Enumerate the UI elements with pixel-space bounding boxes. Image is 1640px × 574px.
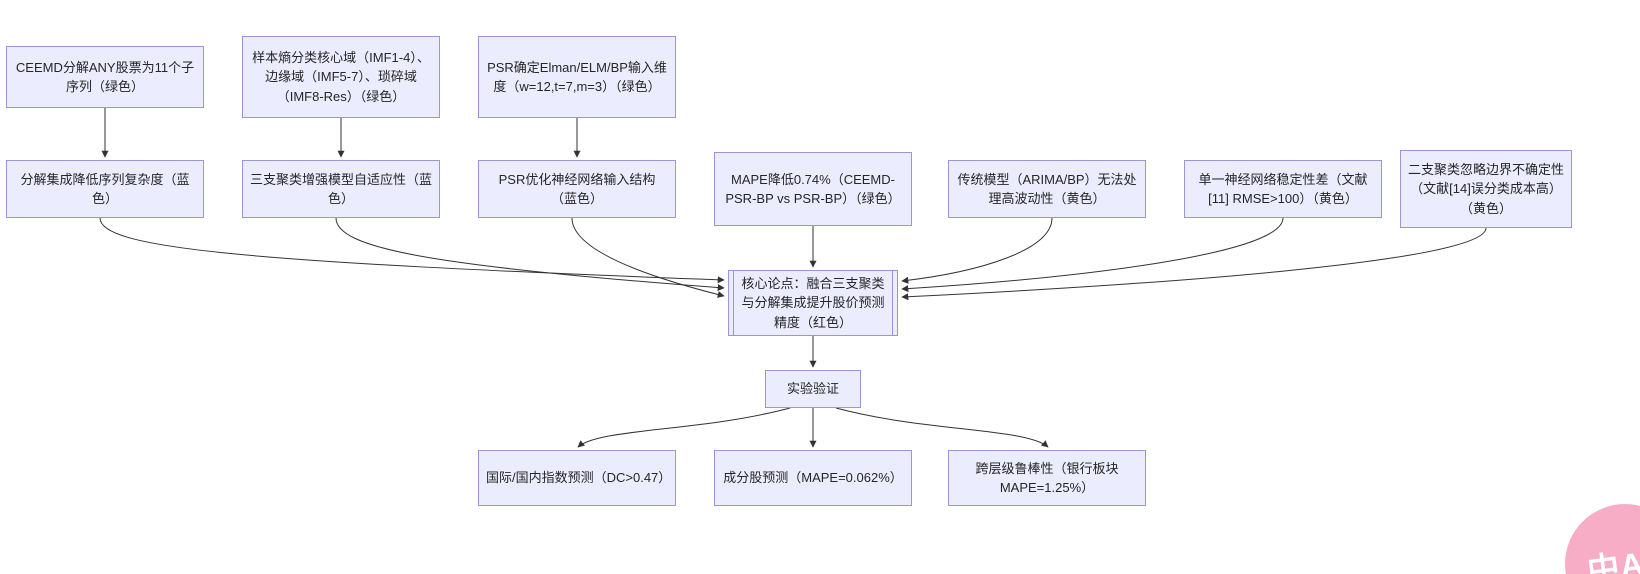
node-mape-improvement: MAPE降低0.74%（CEEMD-PSR-BP vs PSR-BP）（绿色） [714, 152, 912, 226]
node-index-prediction: 国际/国内指数预测（DC>0.47） [478, 450, 676, 506]
node-three-way-adaptivity: 三支聚类增强模型自适应性（蓝色） [242, 160, 440, 218]
node-decompose-reduce-complexity: 分解集成降低序列复杂度（蓝色） [6, 160, 204, 218]
node-psr-optimize-structure: PSR优化神经网络输入结构（蓝色） [478, 160, 676, 218]
node-experiment-validation: 实验验证 [765, 370, 861, 408]
node-psr-input-dims: PSR确定Elman/ELM/BP输入维度（w=12,t=7,m=3）（绿色） [478, 36, 676, 118]
node-traditional-limits: 传统模型（ARIMA/BP）无法处理高波动性（黄色） [948, 160, 1146, 218]
core-thesis-label: 核心论点：融合三支聚类与分解集成提升股价预测精度（红色） [741, 275, 885, 330]
edge-structure-to-core [571, 217, 725, 298]
edge-singlenn-to-core [901, 217, 1284, 293]
edge-adaptivity-to-core [335, 217, 725, 292]
translate-float-button[interactable]: 中A [1565, 504, 1640, 574]
translate-float-button-label: 中A [1585, 545, 1640, 574]
edge-traditional-to-core [901, 217, 1053, 284]
edge-experiment-to-robustness [835, 407, 1049, 448]
node-sample-entropy-domains: 样本熵分类核心域（IMF1-4）、边缘域（IMF5-7）、琐碎域（IMF8-Re… [242, 36, 440, 118]
node-single-nn-instability: 单一神经网络稳定性差（文献[11] RMSE>100）（黄色） [1184, 160, 1382, 218]
node-ceemd-decompose: CEEMD分解ANY股票为11个子序列（绿色） [6, 46, 204, 108]
edge-twoway-to-core [901, 227, 1487, 301]
node-constituent-prediction: 成分股预测（MAPE=0.062%） [714, 450, 912, 506]
node-two-way-boundary: 二支聚类忽略边界不确定性（文献[14]误分类成本高）（黄色） [1400, 150, 1572, 228]
node-core-thesis: 核心论点：融合三支聚类与分解集成提升股价预测精度（红色） [728, 270, 898, 336]
core-right-bar [892, 271, 893, 335]
core-left-bar [733, 271, 734, 335]
node-cross-level-robustness: 跨层级鲁棒性（银行板块MAPE=1.25%） [948, 450, 1146, 506]
edge-complexity-to-core [99, 217, 725, 284]
edge-experiment-to-index [577, 407, 791, 448]
